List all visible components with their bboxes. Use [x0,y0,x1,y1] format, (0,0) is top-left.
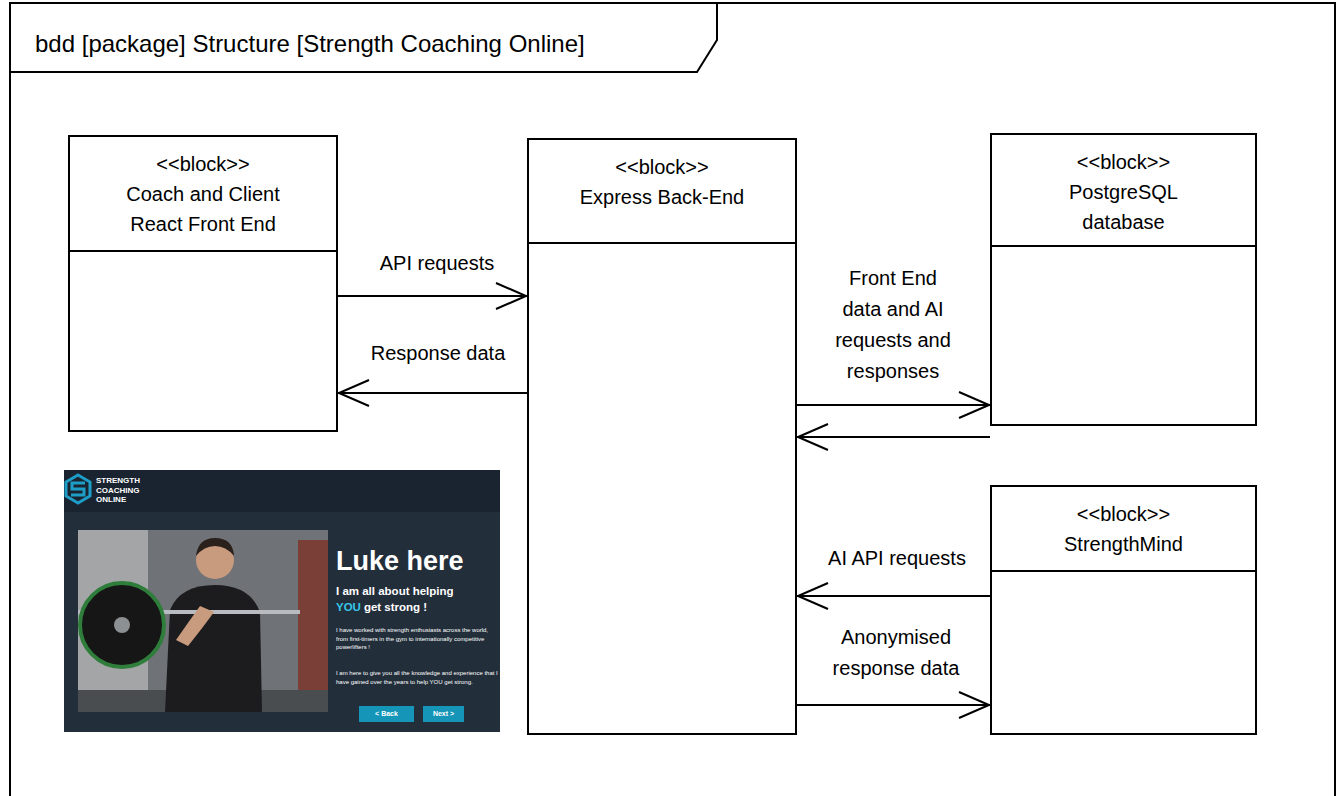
hero-highlight: YOU [336,600,361,615]
barbell-plate [80,583,164,667]
frame-tab [10,3,717,72]
logo-hexagon [66,475,90,503]
back-button [359,706,414,722]
block-name-compartment: <<block>>StrengthMind [992,487,1255,572]
block-name-compartment: <<block>>Express Back-End [529,140,795,244]
flow-arrow [797,704,990,706]
hero-heading: Luke here [336,545,464,577]
package-frame [10,3,1335,796]
block-stereotype: <<block>> [1029,147,1219,177]
hero-paragraph: I am here to give you all the knowledge … [336,669,498,686]
photo-rack [298,540,328,712]
flow-arrow [797,404,990,406]
flow-arrow [797,595,990,597]
next-button [423,706,464,722]
block-box: <<block>>StrengthMind [990,485,1257,735]
flow-arrow [797,436,990,438]
block-box: <<block>>Coach and Client React Front En… [68,135,338,432]
person-body [165,585,262,712]
hero-tagline: I am all about helping [336,584,454,599]
block-name: Express Back-End [567,182,757,212]
flow-label: Response data [371,338,506,369]
button-label: Next > [423,706,464,722]
block-name: PostgreSQL database [1029,177,1219,237]
person-arm [176,606,214,646]
block-stereotype: <<block>> [567,152,757,182]
block-name: StrengthMind [1029,529,1219,559]
screenshot-header [64,470,500,512]
hero-paragraph: I have worked with strength enthusiasts … [336,626,498,652]
block-name-compartment: <<block>>Coach and Client React Front En… [70,137,336,252]
photo-ground [78,530,328,712]
hero-tagline: get strong ! [364,600,427,615]
block-stereotype: <<block>> [108,149,298,179]
flow-arrow [338,295,527,297]
flow-label: Front End data and AI requests and respo… [829,263,957,387]
diagram-title: bdd [package] Structure [Strength Coachi… [35,29,585,59]
block-name: Coach and Client React Front End [108,179,298,239]
flow-arrow [338,392,527,394]
plate-hub [114,617,130,633]
flow-label: Anonymised response data [814,622,979,684]
block-box: <<block>>PostgreSQL database [990,133,1257,426]
flow-label: AI API requests [828,543,966,574]
block-name-compartment: <<block>>PostgreSQL database [992,135,1255,247]
logo-mark [71,483,85,495]
button-label: < Back [359,706,414,722]
logo-text: STRENGTH COACHING ONLINE [96,476,148,505]
screenshot-body [64,470,500,732]
block-box: <<block>>Express Back-End [527,138,797,735]
flow-label: API requests [380,248,495,279]
block-stereotype: <<block>> [1029,499,1219,529]
person-hair [196,538,234,556]
